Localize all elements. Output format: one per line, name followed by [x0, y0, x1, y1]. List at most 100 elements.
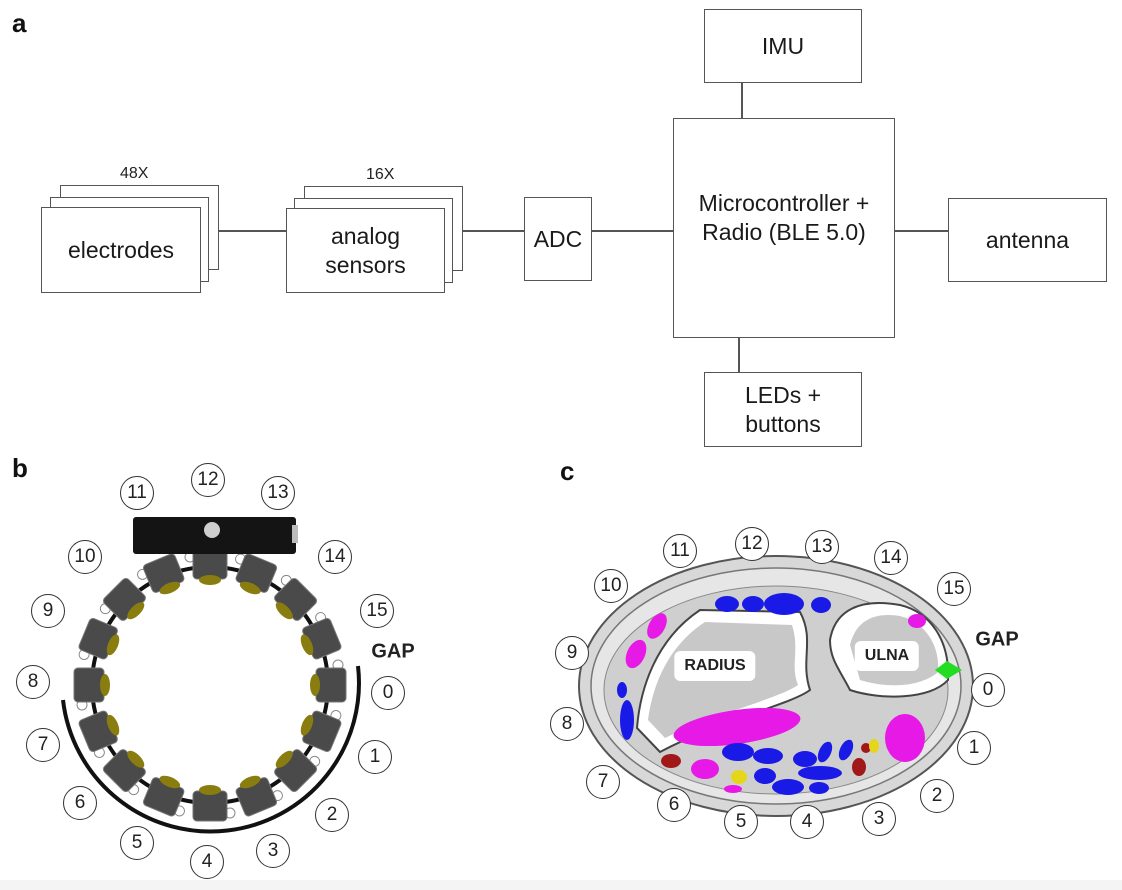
sensor-pod [137, 553, 185, 595]
muscle-flexor [673, 707, 801, 747]
edge-analog-adc [463, 230, 525, 232]
edge-adc-mcu [591, 230, 674, 232]
muscle [625, 639, 647, 669]
c-channel-5: 5 [724, 805, 758, 839]
b-channel-5: 5 [120, 826, 154, 860]
muscle [647, 613, 667, 639]
tendon [809, 782, 829, 794]
antenna-block: antenna [948, 198, 1107, 282]
muscle [908, 614, 926, 628]
analog-sensors-label: analog sensors [325, 222, 406, 278]
electrodes-label: electrodes [67, 236, 175, 263]
antenna-label: antenna [985, 226, 1070, 253]
b-channel-6: 6 [63, 786, 97, 820]
tendon [811, 597, 831, 613]
electrodes-block: electrodes [41, 207, 201, 293]
leds-buttons-block: LEDs + buttons [704, 372, 862, 447]
sensor-pod [142, 775, 185, 817]
sensor-pod [78, 617, 120, 660]
b-channel-1: 1 [358, 740, 392, 774]
tendon [793, 751, 817, 767]
tendon [617, 682, 627, 698]
muscle [885, 714, 925, 762]
c-channel-15: 15 [937, 572, 971, 606]
skin-inner [590, 567, 962, 805]
bottom-band [0, 880, 1122, 890]
imu-block: IMU [704, 9, 862, 83]
b-channel-9: 9 [31, 594, 65, 628]
b-gap-label: GAP [371, 640, 415, 663]
c-channel-4: 4 [790, 805, 824, 839]
b-channel-11: 11 [120, 476, 154, 510]
c-channel-0: 0 [971, 673, 1005, 707]
microcontroller-block: Microcontroller + Radio (BLE 5.0) [673, 118, 895, 338]
radius-bone [635, 608, 812, 754]
tendon [753, 748, 783, 764]
tendon [817, 741, 833, 763]
sensor-pod [73, 667, 110, 711]
imu-label: IMU [761, 32, 805, 59]
c-channel-1: 1 [957, 731, 991, 765]
microcontroller-label: Microcontroller + Radio (BLE 5.0) [698, 190, 870, 245]
tendon [620, 700, 634, 740]
tendon [764, 593, 804, 615]
b-channel-8: 8 [16, 665, 50, 699]
c-channel-13: 13 [805, 530, 839, 564]
ulna-label: ULNA [854, 641, 920, 671]
artery [852, 758, 866, 776]
c-channel-8: 8 [550, 707, 584, 741]
nerve [731, 770, 747, 784]
c-channel-14: 14 [874, 541, 908, 575]
gap-marker-icon [935, 661, 962, 679]
b-channel-12: 12 [191, 463, 225, 497]
edge-imu-mcu [741, 83, 743, 118]
b-channel-2: 2 [315, 798, 349, 832]
c-channel-3: 3 [862, 802, 896, 836]
b-channel-13: 13 [261, 476, 295, 510]
sensor-pod [102, 749, 146, 796]
skin-outer [578, 555, 974, 817]
edge-electrodes-analog [218, 230, 286, 232]
b-channel-0: 0 [371, 676, 405, 710]
b-channel-3: 3 [256, 834, 290, 868]
edge-mcu-leds [738, 338, 740, 372]
panel-a-label: a [12, 8, 27, 38]
c-channel-6: 6 [657, 788, 691, 822]
muscle [691, 759, 719, 779]
nerve [869, 739, 879, 753]
tendon [722, 743, 754, 761]
electrodes-multiplicity: 48X [120, 165, 149, 182]
adc-block: ADC [524, 197, 592, 281]
c-channel-11: 11 [663, 534, 697, 568]
panel-c-label: c [560, 456, 575, 486]
housing-led-icon [204, 522, 220, 538]
tendon [742, 596, 764, 612]
housing-button [292, 525, 298, 543]
c-channel-12: 12 [735, 527, 769, 561]
wrist-cross-section [578, 555, 974, 817]
b-channel-7: 7 [26, 728, 60, 762]
sensor-pod [274, 749, 321, 793]
armband-ring [90, 565, 330, 805]
tendon [772, 779, 804, 795]
analog-sensors-multiplicity: 16X [366, 166, 395, 183]
b-channel-15: 15 [360, 594, 394, 628]
tissue-core [603, 585, 949, 795]
c-gap-label: GAP [975, 628, 1019, 651]
artery [861, 743, 871, 753]
sensor-pod [235, 775, 283, 817]
b-channel-14: 14 [318, 540, 352, 574]
tendon [754, 768, 776, 784]
tendon [798, 766, 842, 780]
sensor-pod [235, 553, 278, 595]
sensor-pod [192, 785, 236, 822]
sensor-pod [300, 710, 342, 753]
edge-mcu-antenna [894, 230, 949, 232]
c-channel-2: 2 [920, 779, 954, 813]
artery [661, 754, 681, 768]
panel-b-label: b [12, 453, 28, 483]
analog-sensors-block: analog sensors [286, 208, 445, 293]
armband-pods [73, 548, 347, 822]
c-channel-7: 7 [586, 765, 620, 799]
